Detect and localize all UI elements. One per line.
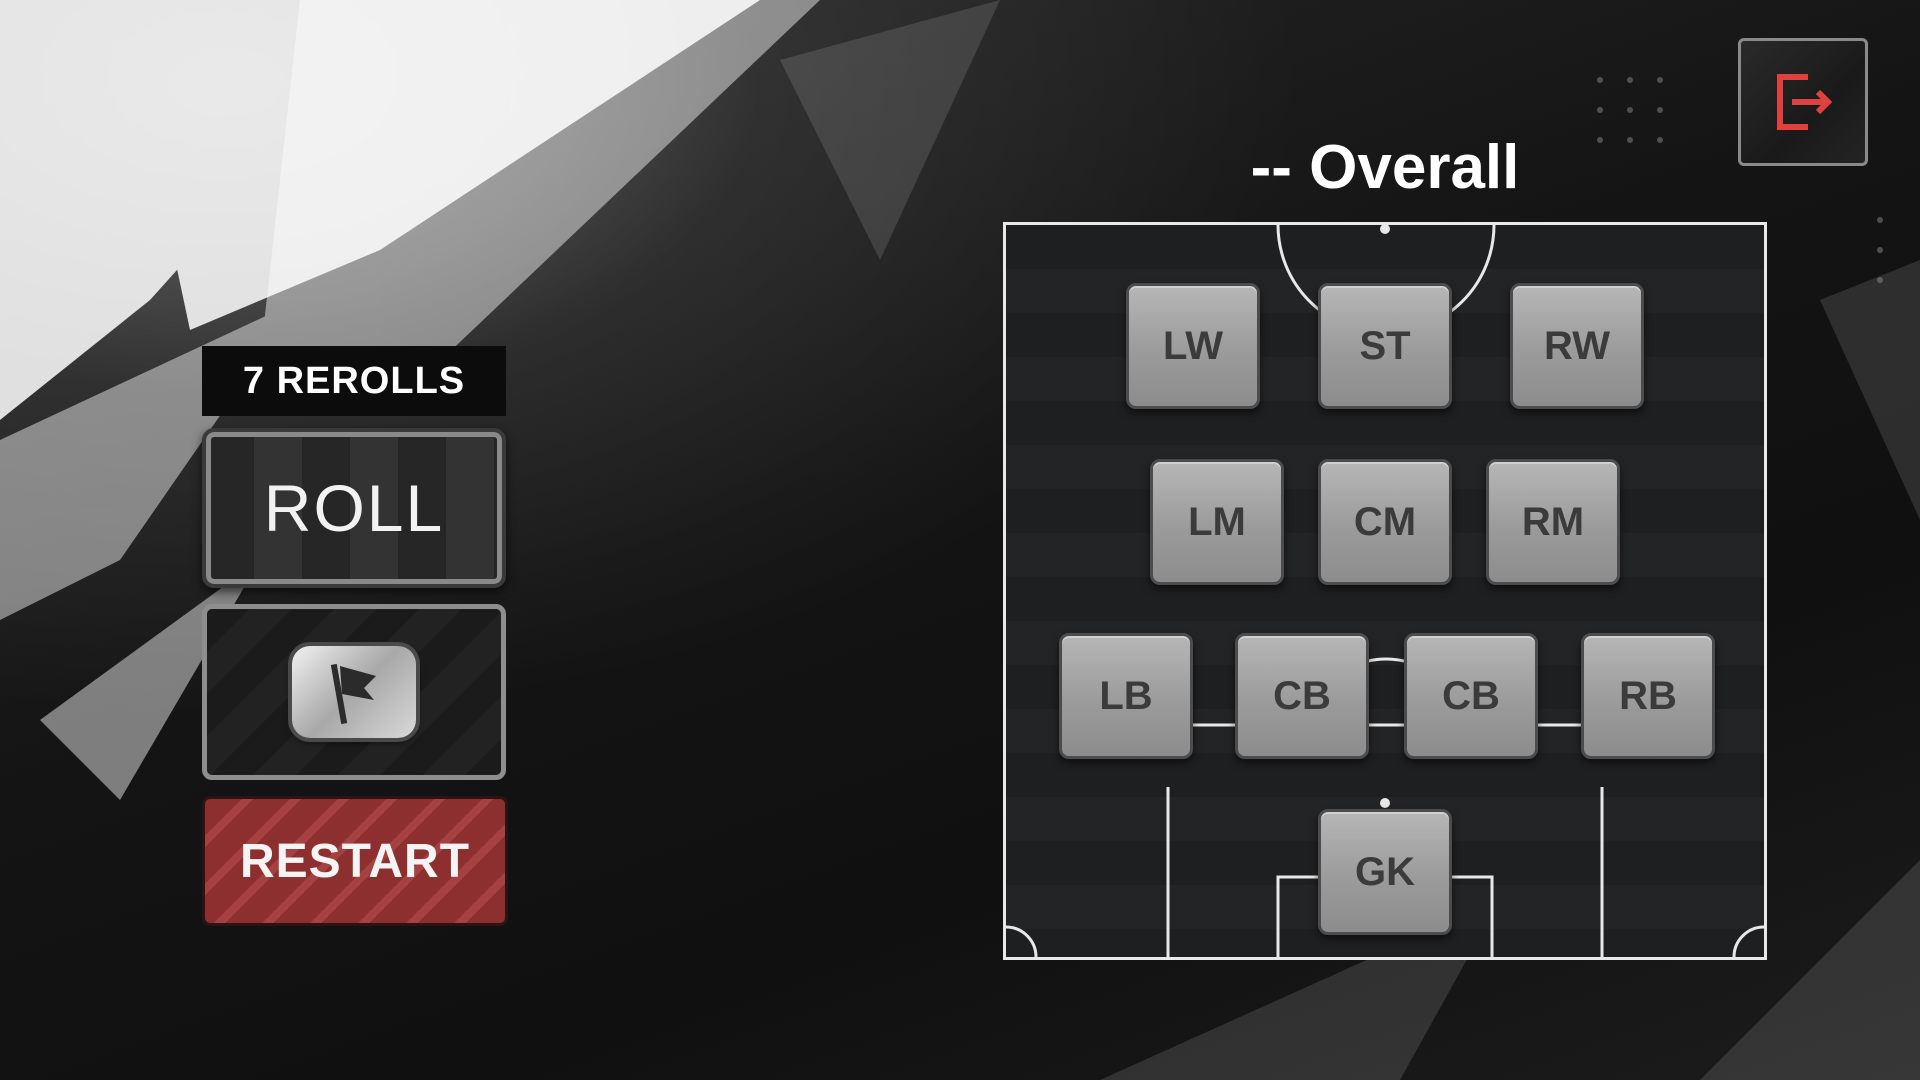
exit-door-icon xyxy=(1777,74,1833,130)
position-lw[interactable]: LW xyxy=(1126,283,1260,409)
position-cm[interactable]: CM xyxy=(1318,459,1452,585)
roll-button[interactable]: ROLL xyxy=(202,428,506,588)
position-st[interactable]: ST xyxy=(1318,283,1452,409)
pitch-lines xyxy=(1006,225,1764,957)
position-rm[interactable]: RM xyxy=(1486,459,1620,585)
overall-rating: -- Overall xyxy=(1250,133,1520,202)
flag-button[interactable] xyxy=(202,604,506,780)
rerolls-counter: 7 REROLLS xyxy=(202,346,506,416)
position-gk[interactable]: GK xyxy=(1318,809,1452,935)
flag-badge xyxy=(292,646,416,738)
flag-icon xyxy=(330,663,376,725)
exit-button[interactable] xyxy=(1738,38,1868,166)
position-lm[interactable]: LM xyxy=(1150,459,1284,585)
position-cb-left[interactable]: CB xyxy=(1235,633,1369,759)
position-rb[interactable]: RB xyxy=(1581,633,1715,759)
position-rw[interactable]: RW xyxy=(1510,283,1644,409)
formation-pitch: LW ST RW LM CM RM LB CB CB RB GK xyxy=(1003,222,1767,960)
position-lb[interactable]: LB xyxy=(1059,633,1193,759)
restart-button[interactable]: RESTART xyxy=(202,796,508,926)
position-cb-right[interactable]: CB xyxy=(1404,633,1538,759)
